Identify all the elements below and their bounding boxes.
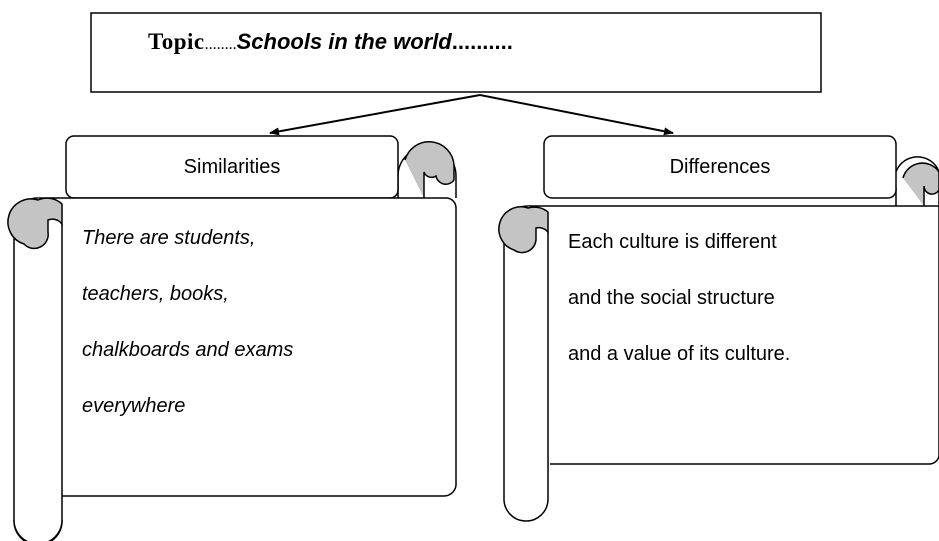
differences-header-box: [543, 135, 897, 199]
topic-label: Topic: [148, 29, 205, 54]
differences-line: Each culture is different: [568, 231, 777, 253]
similarities-scroll: [7, 135, 457, 541]
similarities-line: There are students,: [82, 227, 256, 249]
topic-trailer-dots: ..........: [451, 29, 513, 54]
similarities-left-curl: [7, 197, 63, 250]
similarities-line: everywhere: [82, 395, 186, 417]
similarities-text: There are students, teachers, books, cha…: [82, 210, 293, 434]
topic-value: Schools in the world: [236, 29, 452, 54]
differences-scroll: [498, 135, 939, 522]
differences-body: [528, 205, 939, 465]
topic-box: [90, 12, 822, 93]
differences-text: Each culture is different and the social…: [568, 214, 790, 382]
differences-line: and the social structure: [568, 287, 775, 309]
topic-line: Topic........Schools in the world.......…: [148, 22, 748, 62]
similarities-line: chalkboards and exams: [82, 339, 294, 361]
differences-heading: Differences: [669, 156, 771, 178]
topic-leader-dots: ........: [204, 36, 237, 53]
arrow-to-differences: [479, 94, 674, 136]
similarities-body: [38, 197, 457, 497]
differences-line: and a value of its culture.: [568, 343, 791, 365]
differences-left-curl: [498, 206, 549, 254]
similarities-heading: Similarities: [183, 156, 281, 178]
similarities-line: teachers, books,: [82, 283, 229, 305]
arrow-to-similarities: [269, 94, 481, 136]
